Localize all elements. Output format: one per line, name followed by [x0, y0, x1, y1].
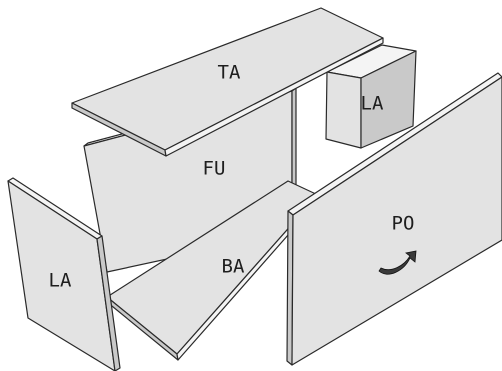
back-panel-label: FU — [203, 158, 226, 180]
left-side-panel: LA — [7, 177, 121, 371]
top-panel-label: TA — [218, 62, 241, 84]
right-side-panel: LA — [325, 44, 417, 149]
top-panel: TA — [71, 7, 384, 157]
door-panel-label: PO — [392, 213, 415, 235]
right-side-panel-label: LA — [361, 93, 384, 115]
left-side-panel-label: LA — [49, 270, 72, 292]
door-panel: PO — [286, 72, 502, 366]
bottom-panel: BA — [106, 180, 319, 361]
door-handle-icon — [378, 250, 417, 275]
bottom-panel-label: BA — [222, 256, 245, 278]
